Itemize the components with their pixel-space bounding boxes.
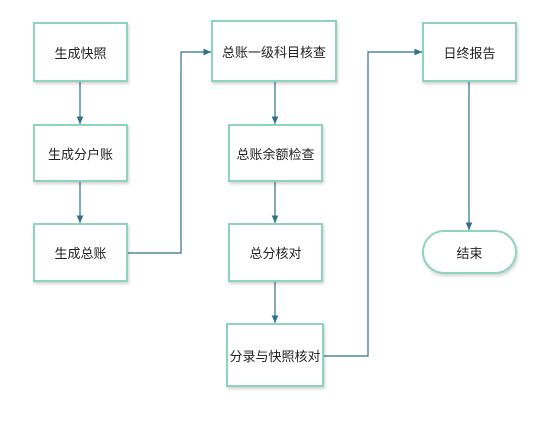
node-label: 生成分户账 (47, 147, 113, 163)
node-label: 日终报告 (443, 46, 496, 62)
node-label: 总账一级科目核查 (221, 45, 326, 61)
arrow-entry-snapshot-to-daily-report (324, 48, 422, 357)
node-daily-report[interactable]: 日终报告 (422, 22, 517, 82)
node-label: 分录与快照核对 (229, 349, 321, 365)
node-end[interactable]: 结束 (422, 230, 517, 274)
arrow-general-ledger-to-level1-check (128, 48, 211, 254)
node-generate-snapshot[interactable]: 生成快照 (33, 22, 128, 82)
node-generate-sub-ledger[interactable]: 生成分户账 (33, 124, 128, 182)
node-label: 生成快照 (54, 46, 107, 62)
node-gl-balance-check[interactable]: 总账余额检查 (228, 124, 323, 182)
node-label: 结束 (456, 246, 483, 262)
node-gl-level1-check[interactable]: 总账一级科目核查 (211, 20, 337, 82)
node-entry-snapshot-reconcile[interactable]: 分录与快照核对 (226, 323, 324, 387)
node-label: 总账余额检查 (236, 147, 315, 163)
node-label: 总分核对 (249, 247, 302, 262)
node-total-sub-reconcile[interactable]: 总分核对 (228, 223, 323, 282)
node-label: 生成总账 (54, 247, 107, 262)
node-generate-general-ledger[interactable]: 生成总账 (33, 223, 128, 282)
